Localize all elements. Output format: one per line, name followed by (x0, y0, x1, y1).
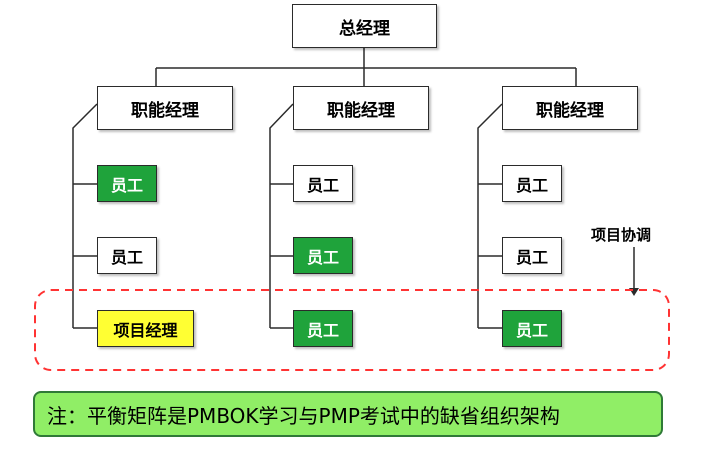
staff-label: 员工 (306, 175, 339, 195)
functional-manager-box-1: 职能经理 (97, 86, 233, 130)
functional-manager-box-2: 职能经理 (293, 86, 429, 130)
staff-label: 员工 (110, 247, 143, 267)
functional-manager-label: 职能经理 (536, 100, 604, 121)
project-coordination-label: 项目协调 (591, 224, 651, 245)
functional-manager-box-3: 职能经理 (502, 86, 638, 130)
staff-box: 员工 (97, 165, 157, 202)
staff-label: 员工 (515, 247, 548, 267)
staff-box: 员工 (293, 237, 353, 274)
functional-manager-label: 职能经理 (131, 100, 199, 121)
staff-label: 员工 (306, 320, 339, 340)
staff-label: 员工 (306, 247, 339, 267)
general-manager-box: 总经理 (292, 4, 437, 48)
staff-label: 员工 (515, 175, 548, 195)
staff-box: 员工 (293, 165, 353, 202)
staff-box: 员工 (502, 165, 562, 202)
spine-col1 (72, 103, 98, 328)
spine-col2 (269, 103, 294, 328)
project-coordination-region (34, 289, 670, 371)
spine-col3 (477, 103, 503, 328)
project-manager-label: 项目经理 (113, 320, 178, 340)
staff-label: 员工 (110, 175, 143, 195)
project-manager-box: 项目经理 (97, 310, 194, 347)
note-banner: 注：平衡矩阵是PMBOK学习与PMP考试中的缺省组织架构 (33, 391, 663, 437)
staff-label: 员工 (515, 320, 548, 340)
staff-box: 员工 (293, 310, 353, 347)
note-text: 注：平衡矩阵是PMBOK学习与PMP考试中的缺省组织架构 (47, 403, 560, 428)
staff-box: 员工 (502, 310, 562, 347)
functional-manager-label: 职能经理 (327, 100, 395, 121)
general-manager-label: 总经理 (339, 18, 390, 39)
staff-box: 员工 (502, 237, 562, 274)
staff-box: 员工 (97, 237, 157, 274)
project-coordination-text: 项目协调 (591, 226, 652, 244)
